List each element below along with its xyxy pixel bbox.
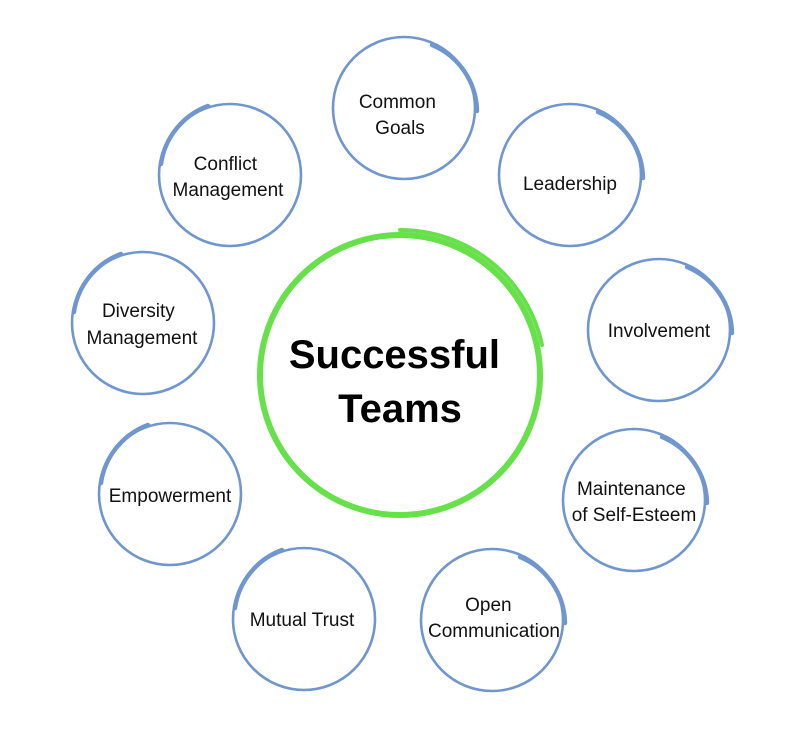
satellite-label-line-2: Goals — [375, 118, 425, 139]
satellite-common-goals: Common Goals — [331, 35, 480, 181]
center-ring — [257, 232, 543, 518]
satellite-ring — [231, 546, 377, 692]
satellite-label-line-1: Mutual Trust — [250, 610, 355, 631]
satellite-label-line-1: Open — [465, 595, 511, 616]
satellite-ring — [70, 250, 216, 396]
satellite-label: Empowerment — [109, 486, 232, 507]
satellite-label-line-2: of Self-Esteem — [572, 505, 697, 526]
center-label: Successful Teams — [289, 333, 511, 431]
satellite-label-line-2: Communication — [428, 621, 560, 642]
satellite-label-line-1: Involvement — [608, 321, 711, 342]
satellite-label-line-1: Leadership — [523, 174, 617, 195]
satellite-ring — [97, 421, 243, 567]
satellite-ring-accent — [98, 422, 151, 486]
satellite-ring-accent — [429, 42, 480, 114]
satellite-label: Conflict Management — [173, 154, 285, 201]
satellite-mutual-trust: Mutual Trust — [231, 546, 377, 692]
satellite-ring-accent — [517, 554, 568, 626]
satellite-ring-accent — [595, 109, 646, 181]
satellite-label-line-1: Diversity — [102, 301, 175, 322]
satellite-label: Involvement — [608, 321, 711, 342]
satellite-label-line-1: Empowerment — [109, 486, 232, 507]
satellite-ring-accent — [232, 547, 285, 611]
satellite-label: Leadership — [523, 174, 617, 195]
satellite-empowerment: Empowerment — [97, 421, 243, 567]
satellite-diversity-management: Diversity Management — [70, 250, 216, 396]
satellite-label: Maintenance of Self-Esteem — [572, 479, 697, 526]
center-node: Successful Teams — [257, 227, 544, 518]
satellite-label-line-1: Maintenance — [577, 479, 686, 500]
center-label-line-1: Successful — [289, 333, 500, 377]
satellite-ring — [157, 102, 303, 248]
satellite-label-line-1: Common — [359, 92, 436, 113]
satellite-label-line-1: Conflict — [194, 154, 258, 175]
satellite-maintenance-of-self-esteem: Maintenance of Self-Esteem — [561, 427, 710, 573]
satellite-ring-accent — [158, 103, 211, 167]
satellite-leadership: Leadership — [497, 102, 646, 248]
center-label-line-2: Teams — [338, 387, 462, 431]
satellite-ring-accent — [71, 251, 124, 315]
satellite-label: Open Communication — [428, 595, 560, 642]
satellite-label: Mutual Trust — [250, 610, 355, 631]
satellite-open-communication: Open Communication — [419, 547, 568, 693]
center-ring-accent — [398, 227, 544, 347]
satellite-involvement: Involvement — [586, 257, 735, 403]
satellite-ring-accent — [659, 434, 710, 506]
satellite-label: Diversity Management — [87, 301, 199, 349]
satellite-conflict-management: Conflict Management — [157, 102, 303, 248]
satellite-ring-accent — [684, 264, 735, 336]
satellite-label-line-2: Management — [173, 180, 285, 201]
satellite-label-line-2: Management — [87, 328, 199, 349]
satellite-label: Common Goals — [359, 92, 441, 139]
